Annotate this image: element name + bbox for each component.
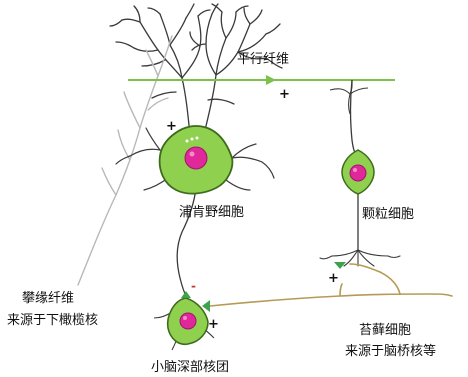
climbing-fiber [78,36,172,285]
inhibitory-minus-sign: - [191,279,196,293]
mossy-fiber-plus-sign: + [208,317,219,332]
climbing-fiber-plus-sign: + [166,119,177,134]
parallel-fiber [128,75,395,85]
label-parallel-fiber: 平行纤维 [237,52,289,67]
label-mossy-fiber-line1: 苔藓细胞 [359,323,411,338]
label-climbing-fiber-line1: 攀缘纤维 [22,291,74,306]
label-mossy-fiber-line2: 来源于脑桥核等 [345,343,436,359]
label-deep-cerebellar-nuclei: 小脑深部核团 [151,360,229,375]
label-granule-cell: 颗粒细胞 [362,207,414,222]
parallel-fiber-arrow-icon [266,75,276,85]
parallel-fiber-plus-sign: + [279,87,290,102]
label-purkinje-cell: 浦肯野细胞 [179,205,244,220]
label-climbing-fiber-line2: 来源于下橄榄核 [7,312,98,328]
purkinje-to-nucleus-synapse-icon [181,291,191,298]
granule-synapse-plus-sign: + [328,271,339,286]
granule-cell [320,80,400,266]
purkinje-dendritic-tree [110,4,282,135]
